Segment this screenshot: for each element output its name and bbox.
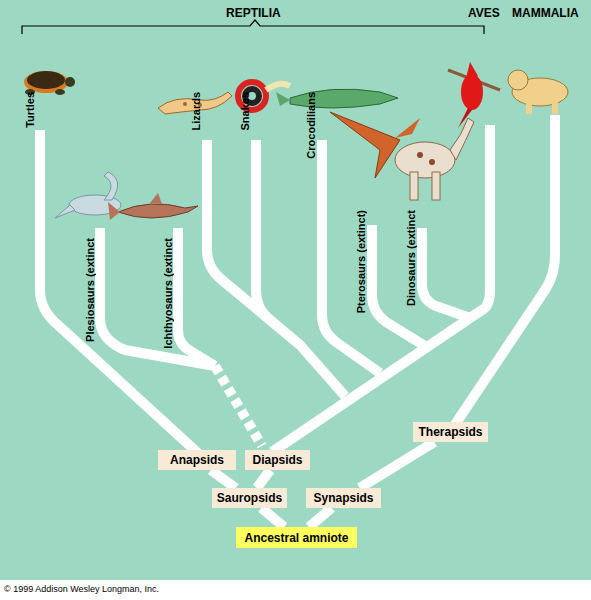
clade-box: Anapsids bbox=[158, 450, 236, 470]
copyright-note: © 1999 Addison Wesley Longman, Inc. bbox=[4, 584, 159, 594]
turtle-illustration bbox=[24, 71, 75, 95]
tree-branch bbox=[309, 508, 332, 527]
clade-label: Therapsids bbox=[418, 425, 482, 439]
clade-box: Synapsids bbox=[306, 488, 381, 508]
taxon-label: Crocodilians bbox=[305, 92, 317, 159]
crocodile-illustration bbox=[276, 89, 398, 108]
clade-label: Ancestral amniote bbox=[244, 531, 348, 545]
taxon-label: Pterosaurs (extinct) bbox=[355, 210, 367, 313]
root-box: Ancestral amniote bbox=[236, 527, 357, 548]
tree-branch bbox=[211, 470, 236, 488]
clade-box: Therapsids bbox=[413, 422, 488, 442]
clade-label: Sauropsids bbox=[217, 491, 282, 505]
clade-label: Diapsids bbox=[252, 453, 302, 467]
tree-branch bbox=[360, 442, 435, 488]
taxon-label: Lizards bbox=[190, 92, 202, 131]
cardinal-illustration bbox=[448, 62, 500, 128]
bobcat-illustration bbox=[508, 70, 568, 114]
background bbox=[0, 0, 591, 580]
clade-box: Diapsids bbox=[245, 450, 310, 470]
group-label: MAMMALIA bbox=[512, 6, 579, 20]
tree-branch bbox=[257, 470, 270, 488]
group-label: REPTILIA bbox=[226, 6, 281, 20]
taxon-label: Ichthyosaurs (extinct bbox=[162, 238, 174, 349]
dinosaur-illustration bbox=[395, 118, 474, 200]
taxon-label: Turtles bbox=[24, 92, 36, 128]
clade-box: Sauropsids bbox=[212, 488, 287, 508]
ichthyosaur-illustration bbox=[108, 193, 198, 220]
group-label: AVES bbox=[468, 6, 500, 20]
tree-branch bbox=[261, 508, 284, 527]
taxon-label: Dinosaurs (extinct bbox=[405, 210, 417, 306]
clade-label: Synapsids bbox=[313, 491, 373, 505]
dashed-branch bbox=[215, 366, 262, 446]
bracket bbox=[22, 20, 484, 34]
taxon-label: Snakes bbox=[239, 92, 251, 131]
branches bbox=[40, 115, 555, 455]
taxon-label: Plesiosaurs (extinct bbox=[84, 238, 96, 342]
clade-label: Anapsids bbox=[170, 453, 224, 467]
